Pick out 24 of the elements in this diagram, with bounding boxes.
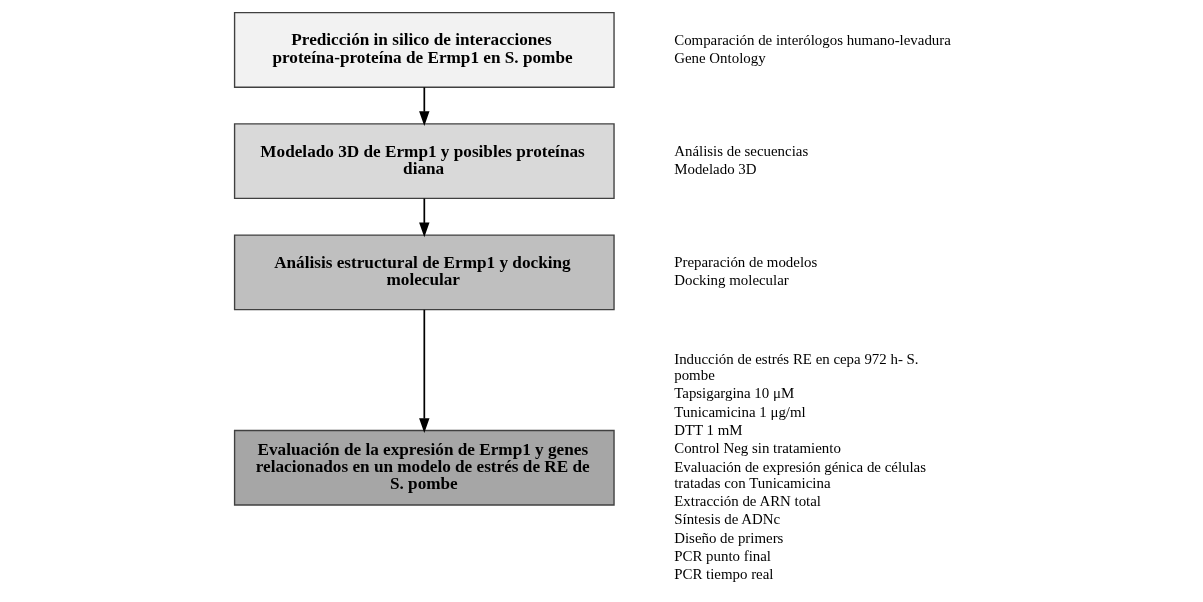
node-box: Predicción in silico de interacciones proteína-proteína de Ermp1 en S. pombe [233, 12, 615, 88]
node-label: Síntesis de ADNc [673, 511, 780, 528]
node-label: Análisis de secuencias [673, 142, 808, 159]
node-label: Inducción de estrés RE en cepa 972 h- S. pombe [673, 350, 919, 383]
node-box: Modelado 3D de Ermp1 y posibles proteínas diana [233, 123, 615, 200]
node-label: Gene Ontology [673, 50, 766, 67]
node-label: Modelado 3D [673, 161, 757, 178]
node-label: Docking molecular [673, 272, 789, 289]
node-label: DTT 1 mM [673, 422, 743, 439]
node-label: Evaluación de expresión génica de células tratadas con Tunicamicina [673, 458, 926, 491]
node-label: PCR tiempo real [673, 566, 773, 583]
node-box: Evaluación de la expresión de Ermp1 y genes relacionados en un modelo de estrés de RE de S. pombe [233, 429, 615, 506]
node-label: Extracción de ARN total [673, 493, 821, 510]
node-label: Comparación de interólogos humano-levadura [673, 31, 951, 48]
node-label: Tunicamicina 1 μg/ml [673, 403, 806, 420]
node-label: Preparación de modelos [673, 254, 817, 271]
node-box: Análisis estructural de Ermp1 y docking molecular [233, 234, 615, 311]
node-label: Diseño de primers [673, 529, 783, 546]
arrow [418, 86, 430, 127]
arrow [418, 308, 430, 434]
node-label: PCR punto final [673, 548, 771, 565]
node-label: Control Neg sin tratamiento [673, 440, 841, 457]
node-label: Tapsigargina 10 μM [673, 385, 794, 402]
arrow [418, 197, 430, 238]
